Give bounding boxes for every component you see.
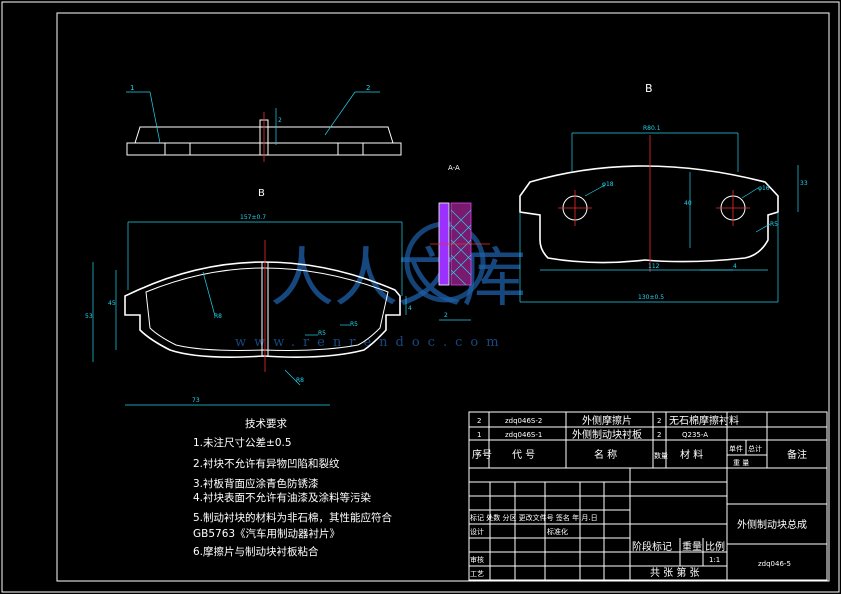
part-no: 2 — [477, 417, 481, 425]
section-aa: A-A 2 — [430, 164, 490, 321]
dim-side-thickness-b: 4 — [408, 305, 412, 312]
process-label: 工艺 — [470, 570, 484, 578]
dim-front-bottom-width: 73 — [192, 397, 200, 404]
dim-front-bottom-radius: R8 — [296, 377, 304, 384]
dim-right-vertical: 40 — [684, 200, 692, 207]
title-block: 2 zdq046S-2 外侧摩擦片 2 无石棉摩擦衬料 1 zdq046S-1 … — [468, 411, 828, 581]
tech-req-item: 4.衬块表面不允许有油漆及涂料等污染 — [193, 491, 372, 504]
header-remark: 备注 — [787, 448, 807, 461]
scale-label: 比例 — [705, 540, 725, 553]
drawing-code: zdq046-5 — [758, 560, 791, 568]
dim-front-inner-height: 45 — [108, 300, 116, 307]
dim-right-hole-left: φ18 — [602, 181, 614, 188]
tech-req-item: 1.未注尺寸公差±0.5 — [193, 436, 292, 449]
dim-front-width: 157±0.7 — [240, 214, 266, 221]
part-no: 1 — [477, 431, 481, 439]
part-code: zdq046S-2 — [505, 417, 542, 425]
tech-req-item: 2.衬块不允许有异物凹陷和裂纹 — [193, 457, 340, 470]
watermark-text: 人人文库 — [270, 242, 526, 316]
standardization-label: 标准化 — [547, 527, 568, 536]
view-label-a-a: A-A — [448, 164, 460, 172]
revision-row: 标记 处数 分区 更改文件号 签名 年.月.日 — [470, 513, 598, 522]
tech-req-item: 6.摩擦片与制动块衬板粘合 — [193, 545, 319, 558]
pad-outline-inner — [145, 267, 389, 351]
dim-front-r5-a: R5 — [318, 330, 326, 337]
part-code: zdq046S-1 — [505, 431, 542, 439]
part-qty: 2 — [657, 417, 661, 425]
dim-section-width: 2 — [444, 312, 448, 319]
tech-req-item: 5.制动衬块的材料为非石棉，其性能应符合 — [193, 511, 393, 524]
dim-right-r: R5 — [770, 221, 778, 228]
tech-req-item: GB5763《汽车用制动器衬片》 — [193, 527, 340, 540]
header-code: 代 号 — [512, 449, 535, 461]
scale-value: 1:1 — [709, 556, 720, 564]
part-name: 外侧制动块衬板 — [572, 428, 642, 441]
checker-label: 审核 — [470, 555, 484, 564]
inner-frame — [56, 12, 830, 582]
header-total-weight: 总计 — [748, 444, 762, 453]
weight-label: 重量 — [682, 540, 702, 553]
stage-mark-label: 阶段标记 — [632, 540, 672, 553]
part-material: Q235-A — [682, 431, 708, 439]
header-no: 序号 — [472, 448, 492, 461]
tech-req-title: 技术要求 — [245, 417, 287, 430]
drawing-title: 外侧制动块总成 — [737, 518, 807, 531]
view-b: B R80.1 φ18 φ16 33 R5 112 4 130±0.5 40 — [519, 82, 808, 303]
dim-right-inner: 112 — [648, 263, 660, 270]
dim-side-thickness: 2 — [278, 117, 282, 124]
callout-2: 2 — [366, 84, 370, 92]
dim-right-top-width: R80.1 — [643, 125, 661, 132]
dim-right-hole-right: φ16 — [758, 185, 770, 192]
dim-front-r5-b: R5 — [350, 321, 358, 328]
part-material: 无石棉摩擦衬料 — [669, 414, 739, 427]
dim-right-width: 130±0.5 — [638, 294, 664, 301]
callout-1: 1 — [130, 84, 134, 92]
front-view: 157±0.7 53 45 R8 R5 R5 R8 73 4 — [85, 214, 412, 406]
header-qty: 数量 — [654, 451, 668, 460]
part-qty: 2 — [657, 431, 661, 439]
side-view-top: 1 2 2 — [126, 84, 402, 162]
watermark: 人人文库 www.renrendoc.com — [235, 221, 526, 350]
header-weight: 重 量 — [733, 459, 749, 467]
view-label-b: B — [645, 82, 653, 95]
header-unit-weight: 单件 — [729, 444, 743, 453]
header-material: 材 料 — [680, 448, 703, 461]
tech-req-item: 3.衬板背面应涂青色防锈漆 — [193, 477, 319, 490]
dim-right-span: 4 — [733, 263, 737, 270]
technical-requirements: 技术要求 1.未注尺寸公差±0.5 2.衬块不允许有异物凹陷和裂纹 3.衬板背面… — [193, 417, 393, 558]
watermark-url: www.renrendoc.com — [235, 335, 507, 350]
dim-front-height: 53 — [85, 313, 93, 320]
part-name: 外侧摩擦片 — [582, 414, 632, 427]
header-name: 名 称 — [594, 448, 617, 461]
view-label-b-front: B — [258, 188, 265, 199]
sheet-info: 共 张 第 张 — [650, 566, 700, 579]
designer-label: 设计 — [470, 527, 484, 536]
backing-plate — [519, 165, 779, 264]
dim-right-height: 33 — [800, 180, 808, 187]
dim-front-radius: R8 — [214, 313, 222, 320]
